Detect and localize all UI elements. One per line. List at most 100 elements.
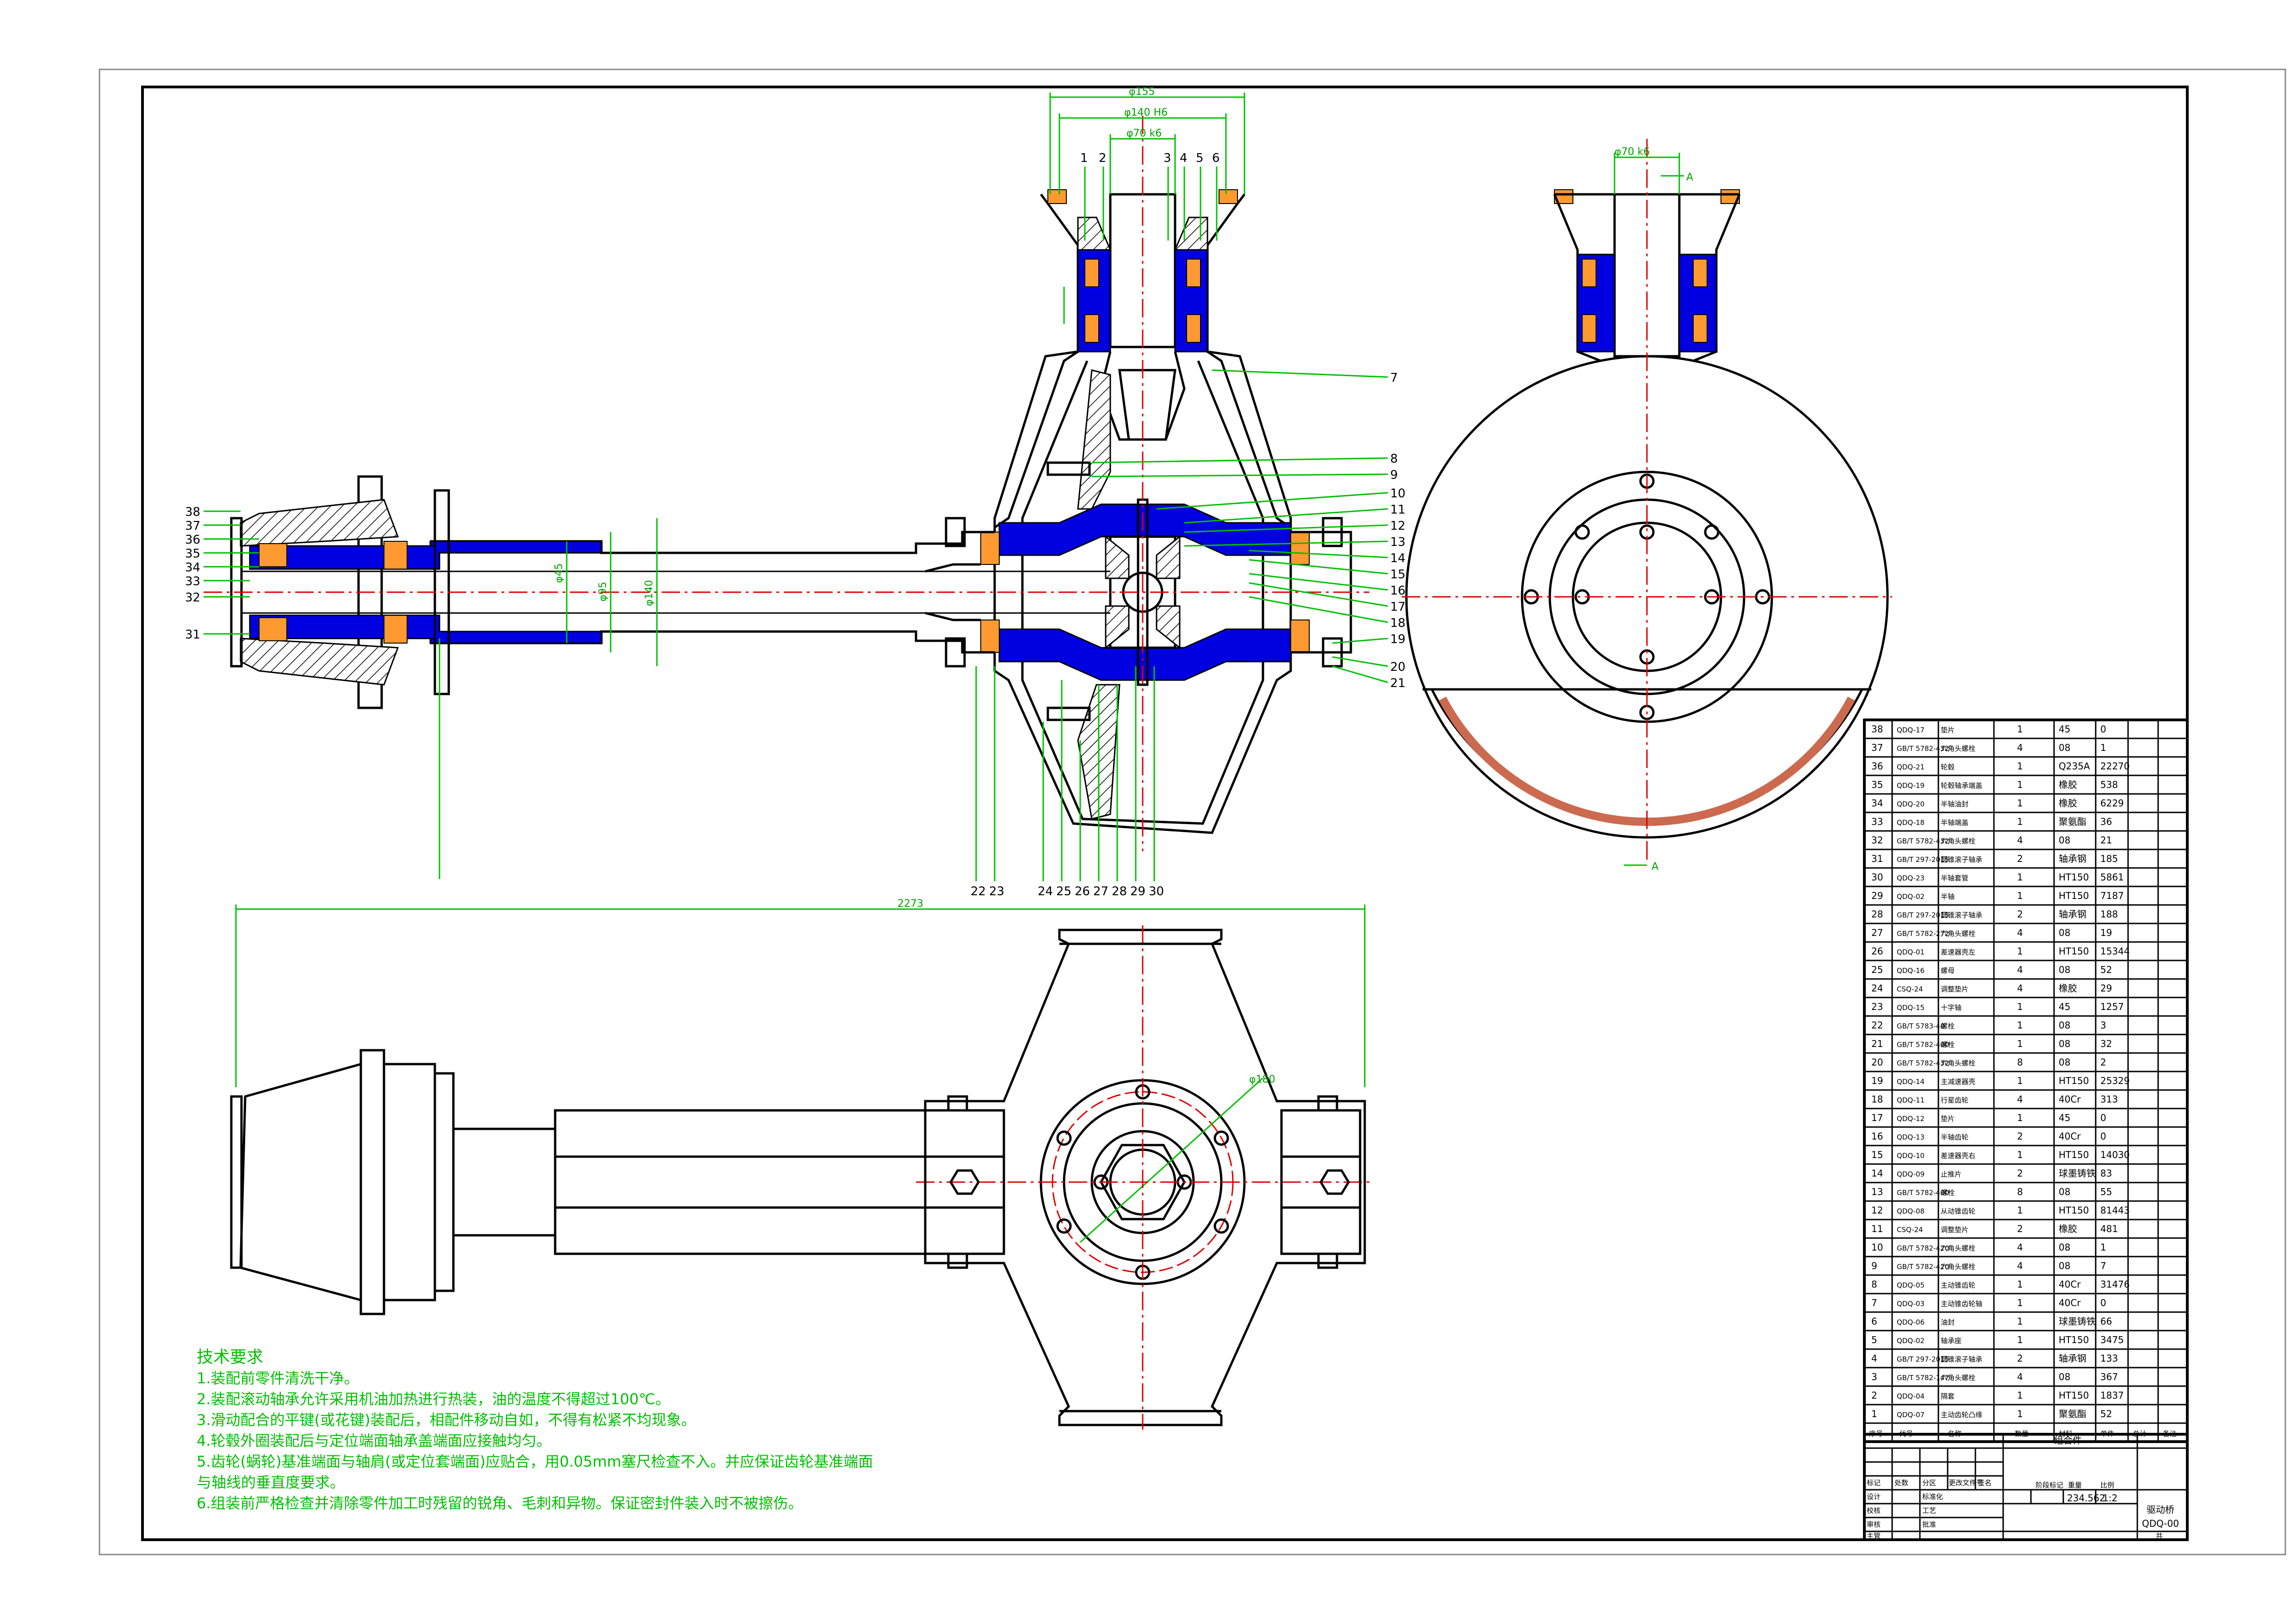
bom-cell: QDQ-19 — [1897, 781, 1925, 790]
bom-cell: QDQ-13 — [1897, 1133, 1925, 1141]
bom-cell: HT150 — [2059, 872, 2089, 883]
balloon-6: 6 — [1212, 151, 1220, 165]
bom-cell: 81443 — [2100, 1205, 2130, 1216]
balloon-15: 15 — [1390, 568, 1405, 582]
bom-cell: 24 — [1871, 983, 1883, 994]
bom-cell: 15344 — [2100, 946, 2130, 957]
bom-cell: 六角头螺栓 — [1941, 929, 1975, 938]
bom-cell: 08 — [2059, 1242, 2070, 1253]
bom-cell: 40Cr — [2059, 1297, 2081, 1308]
bom-cell: 1 — [1871, 1408, 1877, 1419]
bom-cell: GB/T 5782-432 — [1897, 837, 1949, 845]
bom-cell: GB/T 5782-147 — [1897, 1374, 1949, 1382]
bom-cell: 差速器壳左 — [1941, 948, 1975, 956]
bom-cell: HT150 — [2059, 1075, 2089, 1086]
bom-cell: 08 — [2059, 1020, 2070, 1031]
bom-cell: 185 — [2100, 853, 2118, 864]
bom-cell: QDQ-21 — [1897, 763, 1925, 771]
bom-cell: 橡胶 — [2059, 1223, 2077, 1234]
balloon-2: 2 — [1099, 151, 1107, 165]
bom-cell: 油封 — [1941, 1318, 1955, 1326]
bom-cell: 3 — [2100, 1020, 2106, 1031]
bom-cell: 1 — [2017, 1297, 2023, 1308]
balloon-17: 17 — [1390, 600, 1405, 614]
bom-cell: 差速器壳右 — [1941, 1152, 1975, 1160]
balloon-10: 10 — [1390, 487, 1405, 501]
bom-cell: QDQ-10 — [1897, 1152, 1925, 1160]
balloon-1: 1 — [1080, 151, 1088, 165]
bom-cell: 六角头螺栓 — [1941, 1374, 1975, 1382]
bom-cell: 六角头螺栓 — [1941, 744, 1975, 753]
bom-cell: GB/T 5782-400 — [1897, 1041, 1949, 1049]
bom-cell: 轴承钢 — [2059, 1353, 2086, 1364]
notes-line-2: 2.装配滚动轴承允许采用机油加热进行热装，油的温度不得超过100℃。 — [197, 1390, 670, 1408]
bom-cell: 聚氨酯 — [2059, 816, 2086, 827]
bom-cell: 4 — [2017, 742, 2023, 753]
balloon-23: 23 — [989, 885, 1004, 898]
bom-cell: 1 — [2017, 1112, 2023, 1123]
bom-cell: QDQ-02 — [1897, 1337, 1925, 1345]
axle-housing-left — [230, 475, 1110, 709]
balloon-30: 30 — [1149, 885, 1164, 898]
bom-cell: CSQ-24 — [1897, 1226, 1923, 1234]
bom-cell: 34 — [1871, 798, 1883, 809]
bom-cell: 1 — [2100, 1242, 2106, 1253]
bom-cell: QDQ-16 — [1897, 966, 1925, 975]
bom-cell: 十字轴 — [1941, 1004, 1962, 1012]
bom-cell: 32 — [1871, 835, 1883, 846]
notes-line-6: 与轴线的垂直度要求。 — [197, 1474, 345, 1491]
dim-shaft-d2: φ95 — [597, 582, 609, 601]
dim-top-c: φ70 k6 — [1126, 128, 1162, 139]
tb-scale-value: 1:2 — [2103, 1493, 2117, 1504]
balloons-top: 1 2 3 4 5 6 — [1080, 151, 1220, 241]
bom-cell: Q235A — [2059, 761, 2090, 772]
bom-cell: 6229 — [2100, 798, 2124, 809]
bom-cell: QDQ-15 — [1897, 1004, 1925, 1012]
bom-cell: 29 — [1871, 890, 1883, 901]
balloon-20: 20 — [1390, 660, 1405, 674]
bom-cell: HT150 — [2059, 1390, 2089, 1401]
bom-cell: 1 — [2017, 946, 2023, 957]
bom-cell: 聚氨酯 — [2059, 1408, 2086, 1419]
balloon-9: 9 — [1390, 468, 1398, 482]
bom-cell: 11 — [1871, 1223, 1883, 1234]
bom-cell: GB/T 5782-400 — [1897, 1189, 1949, 1197]
bom-cell: QDQ-23 — [1897, 874, 1925, 882]
bom-cell: 半轴 — [1941, 892, 1955, 901]
balloon-13: 13 — [1390, 535, 1405, 549]
tb-field-5: 签名 — [1978, 1479, 1992, 1487]
bom-cell: 08 — [2059, 927, 2070, 938]
bom-cell: QDQ-11 — [1897, 1096, 1925, 1104]
bom-cell: GB/T 5783-40 — [1897, 1022, 1945, 1030]
notes-line-7: 6.组装前严格检查并清除零件加工时残留的锐角、毛刺和异物。保证密封件装入时不被擦… — [197, 1494, 803, 1512]
bom-cell: 螺母 — [1941, 966, 1955, 975]
bom-cell: 7187 — [2100, 890, 2124, 901]
bom-cell: 圆锥滚子轴承 — [1941, 911, 1982, 919]
bom-cell: 轮毂轴承端盖 — [1941, 781, 1982, 790]
bom-cell: 5861 — [2100, 872, 2124, 883]
bom-cell: 1 — [2017, 816, 2023, 827]
bom-cell: QDQ-18 — [1897, 818, 1925, 827]
bom-cell: 调整垫片 — [1941, 1226, 1968, 1234]
bom-cell: 66 — [2100, 1316, 2112, 1327]
bom-cell: 螺栓 — [1941, 1041, 1955, 1049]
balloon-3: 3 — [1163, 151, 1171, 165]
bom-cell: 从动锥齿轮 — [1941, 1207, 1975, 1215]
bom-cell: 188 — [2100, 909, 2118, 920]
bom-cell: 33 — [1871, 816, 1883, 827]
bom-cell: 9 — [1871, 1260, 1877, 1271]
balloon-21: 21 — [1390, 676, 1405, 690]
bom-cell: 4 — [2017, 1371, 2023, 1382]
bom-cell: 1 — [2017, 1149, 2023, 1160]
bom-cell: 7 — [2100, 1260, 2106, 1271]
bom-cell: 7 — [1871, 1297, 1877, 1308]
bom-cell: 25 — [1871, 964, 1883, 975]
bom-cell: 4 — [2017, 1260, 2023, 1271]
bom-cell: 28 — [1871, 909, 1883, 920]
balloon-33: 33 — [185, 575, 200, 588]
bom-cell: HT150 — [2059, 1205, 2089, 1216]
bom-cell: 8 — [2017, 1057, 2023, 1068]
balloon-34: 34 — [185, 561, 200, 575]
bom-cell: 21 — [1871, 1038, 1883, 1049]
bom-cell: GB/T 5782-432 — [1897, 744, 1949, 753]
